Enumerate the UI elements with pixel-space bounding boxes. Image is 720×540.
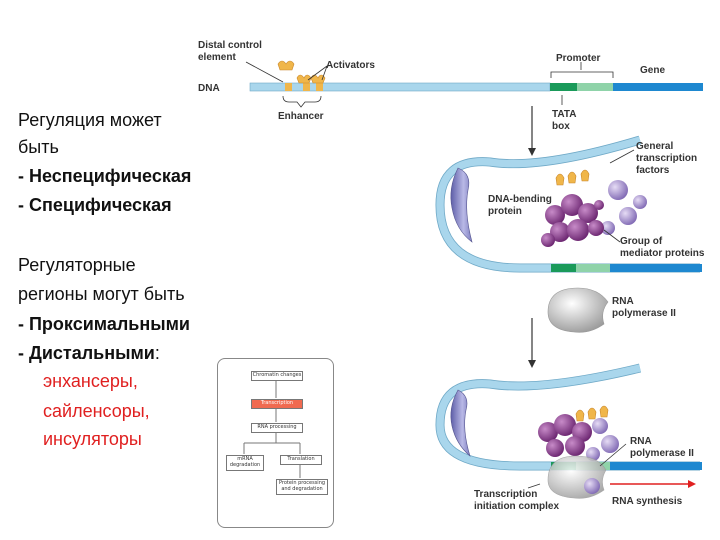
label-activators: Activators [326,60,375,71]
flow-mrna-degradation-l1: mRNA [237,456,253,462]
dna-linear [249,82,703,92]
label-dna-bending-2: protein [488,206,522,217]
insulators-text: инсуляторы [43,429,142,449]
loop-2-leaders [527,443,627,489]
loop-1-leaders [603,149,635,243]
label-mediator-1: Group of [620,236,663,247]
label-rna-synthesis: RNA synthesis [612,496,683,507]
label-tic-1: Transcription [474,489,537,500]
flow-rna-processing: RNA processing [251,423,303,433]
label-tata-2: box [552,121,570,132]
label-rnap2-1: RNA [630,436,652,447]
regions-distal-label: - Дистальными [18,343,155,363]
label-tic-2: initiation complex [474,501,559,512]
flow-transcription: Transcription [251,399,303,409]
label-gtf-2: transcription [636,153,697,164]
label-rnap-1: RNA [612,296,634,307]
activators-loop-2 [575,405,609,422]
label-leaders [245,61,614,108]
label-mediator-2: mediator proteins [620,248,705,259]
regions-proximal: - Проксимальными [18,314,190,334]
flowchart-arrows [243,381,301,478]
label-tata-1: TATA [552,109,576,120]
flow-chromatin: Chromatin changes [251,371,303,381]
rna-polymerase-ii [547,287,609,333]
regions-line2: регионы могут быть [18,284,185,304]
label-dna-bending-1: DNA-bending [488,194,552,205]
gtf-cluster-1 [601,180,647,235]
regulation-nonspecific: - Неспецифическая [18,166,192,186]
regions-distal-colon: : [154,343,160,363]
regions-distal: - Дистальными: [18,342,160,364]
regulation-line1: Регуляция может [18,110,162,130]
regulation-specific: - Специфическая [18,195,172,215]
flow-protein-l2: and degradation [281,486,323,492]
silencers-text: сайленсоры, [43,401,150,421]
label-distal-control-2: element [198,52,236,63]
step-arrow-1 [528,106,536,156]
gene-expression-flowchart: Chromatin changes Transcription RNA proc… [217,358,334,528]
label-distal-control-1: Distal control [198,40,262,51]
flow-protein-l1: Protein processing [278,480,326,486]
label-enhancer: Enhancer [278,111,324,122]
regulation-line2: быть [18,137,59,157]
label-gtf-1: General [636,141,673,152]
mediator-cluster-1 [541,194,604,247]
label-rnap2-2: polymerase II [630,448,694,459]
label-gtf-3: factors [636,165,670,176]
regions-line1: Регуляторные [18,255,136,275]
label-dna: DNA [198,83,220,94]
flow-mrna-degradation: mRNA degradation [226,455,264,471]
flow-protein-processing: Protein processing and degradation [276,479,328,495]
activators-loop-1 [555,169,590,186]
rna-synthesis-arrow [610,480,696,488]
label-gene: Gene [640,65,665,76]
dna-loop-1 [435,135,702,273]
enhancers-text: энхансеры, [43,371,138,391]
label-promoter: Promoter [556,53,601,64]
step-arrow-2 [528,318,536,368]
initiation-complex [538,414,619,499]
activator-proteins [277,60,326,84]
flow-translation: Translation [280,455,322,465]
flow-mrna-degradation-l2: degradation [229,462,261,468]
label-rnap-2: polymerase II [612,308,676,319]
